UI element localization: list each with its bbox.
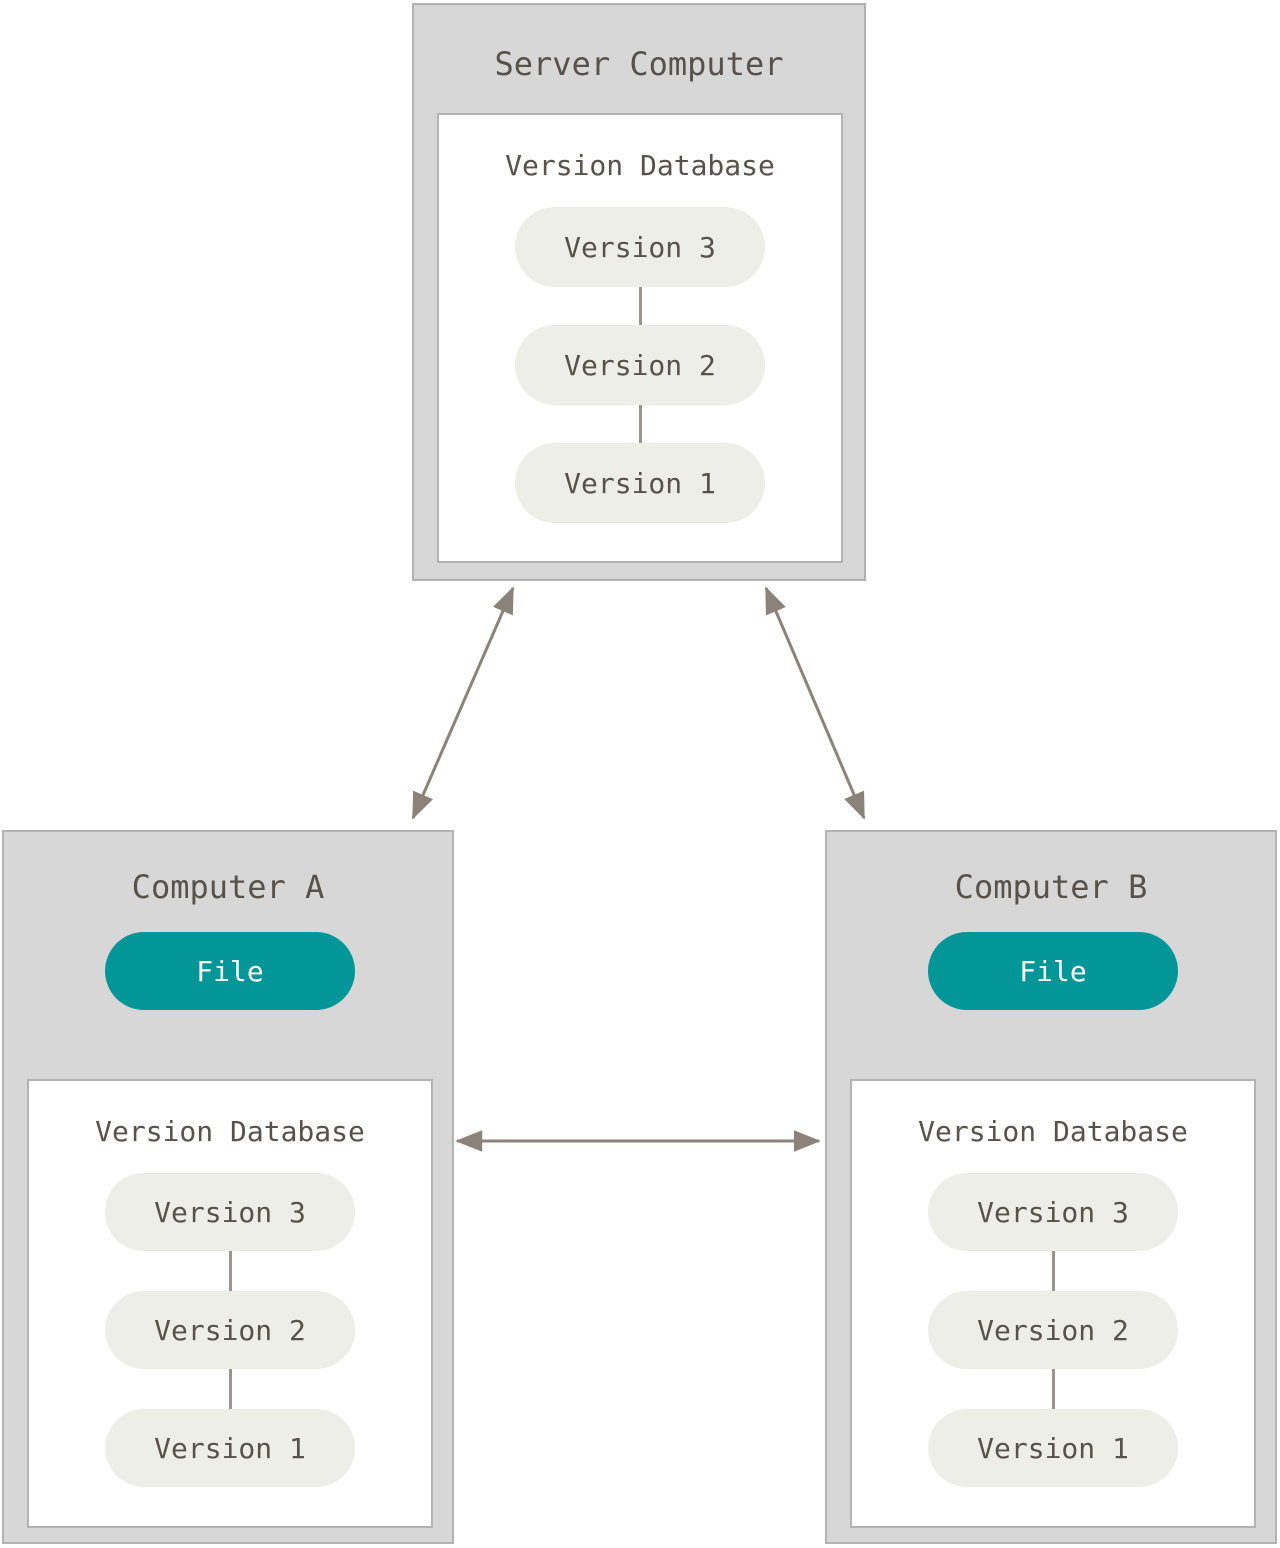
version-pill[interactable]: Version 1	[105, 1409, 355, 1487]
computer-b-version-database-panel: Version Database Version 3 Version 2 Ver…	[850, 1079, 1256, 1528]
computer-a-version-stack: Version 3 Version 2 Version 1	[29, 1173, 431, 1487]
version-connector	[228, 1369, 232, 1409]
version-connector	[1051, 1251, 1055, 1291]
arrow-server-to-computer-b	[764, 586, 866, 820]
computer-a-version-database-title: Version Database	[95, 1115, 365, 1148]
server-computer-box: Server Computer Version Database Version…	[412, 3, 866, 581]
computer-a-version-database-panel: Version Database Version 3 Version 2 Ver…	[27, 1079, 433, 1528]
server-version-database-title: Version Database	[505, 149, 775, 182]
computer-b-file-pill[interactable]: File	[928, 932, 1178, 1010]
version-connector	[638, 287, 642, 325]
computer-a-box: Computer A File Version Database Version…	[2, 830, 454, 1544]
version-pill[interactable]: Version 1	[928, 1409, 1178, 1487]
computer-a-title: Computer A	[131, 868, 325, 906]
version-pill[interactable]: Version 3	[105, 1173, 355, 1251]
version-pill[interactable]: Version 3	[515, 207, 765, 287]
server-computer-title: Server Computer	[494, 45, 784, 83]
server-version-stack: Version 3 Version 2 Version 1	[439, 207, 841, 523]
version-pill[interactable]: Version 2	[515, 325, 765, 405]
version-connector	[1051, 1369, 1055, 1409]
arrow-server-to-computer-a	[411, 586, 515, 820]
computer-a-file-pill[interactable]: File	[105, 932, 355, 1010]
version-connector	[638, 405, 642, 443]
version-pill[interactable]: Version 1	[515, 443, 765, 523]
version-pill[interactable]: Version 2	[105, 1291, 355, 1369]
version-connector	[228, 1251, 232, 1291]
version-pill[interactable]: Version 2	[928, 1291, 1178, 1369]
computer-b-box: Computer B File Version Database Version…	[825, 830, 1277, 1544]
computer-b-version-database-title: Version Database	[918, 1115, 1188, 1148]
computer-b-title: Computer B	[954, 868, 1148, 906]
computer-b-version-stack: Version 3 Version 2 Version 1	[852, 1173, 1254, 1487]
server-version-database-panel: Version Database Version 3 Version 2 Ver…	[437, 113, 843, 563]
version-pill[interactable]: Version 3	[928, 1173, 1178, 1251]
